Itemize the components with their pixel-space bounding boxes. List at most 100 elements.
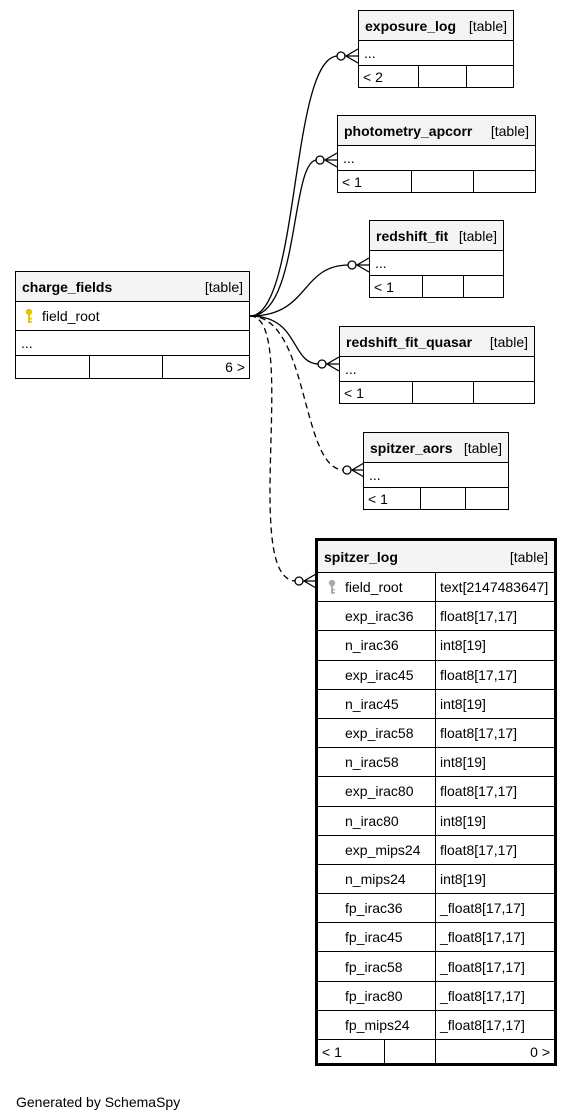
- ellipsis-row: ...: [359, 41, 513, 66]
- table-exposure-log[interactable]: exposure_log [table] ... < 2: [358, 10, 514, 88]
- column-name: exp_irac58: [318, 718, 436, 748]
- column-type: _float8[17,17]: [440, 1016, 525, 1033]
- column-row[interactable]: n_mips24 int8[19]: [318, 864, 554, 895]
- column-row[interactable]: field_root text[2147483647]: [318, 573, 554, 603]
- relation-exposure-log: [249, 55, 339, 317]
- column-name: n_irac45: [318, 689, 436, 718]
- relation-redshift-fit: [249, 264, 350, 317]
- table-redshift-fit-quasar[interactable]: redshift_fit_quasar [table] ... < 1: [339, 326, 535, 404]
- column-row[interactable]: fp_irac45 _float8[17,17]: [318, 923, 554, 953]
- table-type: [table]: [490, 122, 529, 139]
- column-name-text: n_irac45: [345, 695, 399, 712]
- column-name: fp_mips24: [318, 1010, 436, 1039]
- relation-redshift-fit-quasar: [249, 315, 320, 365]
- column-type: float8[17,17]: [440, 666, 518, 683]
- child-count: [464, 276, 503, 297]
- column-name: exp_irac80: [318, 777, 436, 806]
- column-row[interactable]: fp_irac36 _float8[17,17]: [318, 894, 554, 924]
- column-type: int8[19]: [440, 812, 486, 829]
- table-spitzer-log[interactable]: spitzer_log [table] field_root text[21474…: [315, 538, 557, 1066]
- column-name: fp_irac36: [318, 894, 436, 923]
- parent-count: < 1: [318, 1040, 385, 1063]
- column-name: fp_irac58: [318, 952, 436, 981]
- child-count: 6 >: [225, 359, 245, 375]
- column-row[interactable]: fp_irac80 _float8[17,17]: [318, 981, 554, 1011]
- column-row[interactable]: n_irac45 int8[19]: [318, 689, 554, 719]
- column-row[interactable]: fp_irac58_float8[17,17]: [318, 952, 554, 982]
- column-name: fp_irac80: [318, 981, 436, 1010]
- column-name-text: exp_irac58: [345, 725, 414, 742]
- ellipsis-row: ...: [338, 146, 535, 171]
- column-name: exp_mips24: [318, 835, 436, 864]
- column-type: int8[19]: [440, 637, 486, 654]
- ellipsis-row: ...: [340, 357, 534, 382]
- column-type: _float8[17,17]: [440, 929, 525, 946]
- parent-count: < 1: [370, 276, 423, 297]
- column-name-text: field_root: [345, 579, 403, 596]
- table-spitzer-aors[interactable]: spitzer_aors [table] ... < 1: [363, 432, 509, 510]
- column-type: text[2147483647]: [440, 579, 549, 596]
- column-name-text: n_irac58: [345, 754, 399, 771]
- table-redshift-fit[interactable]: redshift_fit [table] ... < 1: [369, 220, 504, 298]
- column-type: float8[17,17]: [440, 783, 518, 800]
- table-type: [table]: [458, 227, 497, 244]
- column-name-text: fp_irac58: [345, 958, 403, 975]
- column-name-text: fp_irac45: [345, 929, 403, 946]
- column-name: exp_irac36: [318, 602, 436, 631]
- parent-count: < 1: [338, 171, 412, 192]
- table-type: [table]: [489, 333, 528, 350]
- column-row[interactable]: field_root: [16, 302, 249, 331]
- column-name-text: n_irac80: [345, 812, 399, 829]
- column-name-text: fp_irac36: [345, 900, 403, 917]
- column-name: fp_irac45: [318, 923, 436, 952]
- child-count: [474, 382, 534, 403]
- foot-cell: [423, 276, 464, 297]
- column-name-text: n_mips24: [345, 870, 406, 887]
- column-name-text: fp_mips24: [345, 1016, 410, 1033]
- column-row[interactable]: exp_mips24 float8[17,17]: [318, 835, 554, 865]
- foot-cell: [385, 1040, 436, 1063]
- table-name: spitzer_log: [324, 548, 398, 565]
- column-type: _float8[17,17]: [440, 900, 525, 917]
- column-name: field_root: [42, 308, 100, 324]
- table-type: [table]: [463, 439, 502, 456]
- column-type: int8[19]: [440, 870, 486, 887]
- table-charge-fields[interactable]: charge_fields [table] field_root ... 6 >: [15, 271, 250, 379]
- relation-spitzer-aors: [249, 315, 345, 471]
- column-name-text: exp_mips24: [345, 841, 421, 858]
- ellipsis-row: ...: [16, 331, 249, 356]
- schemaspy-credit: Generated by SchemaSpy: [16, 1094, 181, 1110]
- table-name: exposure_log: [365, 17, 457, 34]
- column-name-text: exp_irac36: [345, 608, 414, 625]
- column-type: float8[17,17]: [440, 841, 518, 858]
- primary-key-icon: [25, 308, 33, 323]
- column-name-text: fp_irac80: [345, 987, 403, 1004]
- child-count: 0 >: [530, 1043, 550, 1060]
- table-photometry-apcorr[interactable]: photometry_apcorr [table] ... < 1: [337, 115, 536, 193]
- foot-cell: [90, 356, 163, 378]
- table-name: charge_fields: [22, 278, 113, 295]
- column-name: exp_irac45: [318, 660, 436, 689]
- column-name: n_irac80: [318, 806, 436, 835]
- column-row[interactable]: n_irac80 int8[19]: [318, 806, 554, 836]
- table-name: redshift_fit: [376, 227, 449, 244]
- table-type: [table]: [509, 548, 548, 565]
- child-count: [466, 488, 508, 509]
- foot-cell: [412, 171, 474, 192]
- column-type: int8[19]: [440, 695, 486, 712]
- parent-count: [16, 356, 90, 378]
- child-count: [474, 171, 535, 192]
- column-type: _float8[17,17]: [440, 987, 525, 1004]
- column-name: field_root: [318, 573, 436, 602]
- table-name: photometry_apcorr: [344, 122, 473, 139]
- column-name: n_irac58: [318, 748, 436, 777]
- column-row[interactable]: fp_mips24 _float8[17,17]: [318, 1010, 554, 1040]
